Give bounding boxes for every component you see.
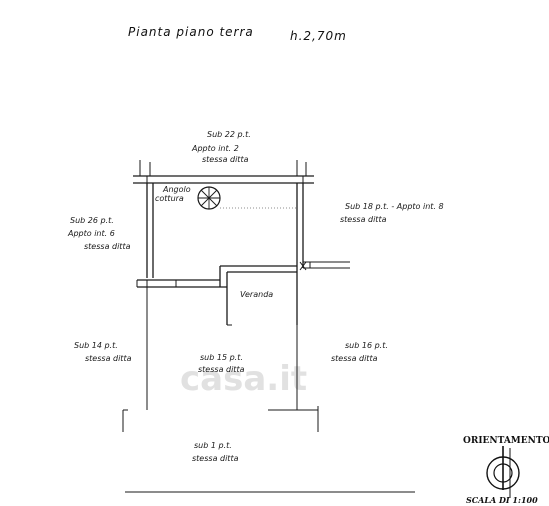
label-sub18-2: stessa ditta <box>340 215 387 224</box>
orientation-label: ORIENTAMENTO <box>463 436 549 446</box>
label-sub1-1: sub 1 p.t. <box>194 441 232 450</box>
label-veranda: Veranda <box>240 290 273 299</box>
label-sub22-2: Appto int. 2 <box>191 144 239 153</box>
label-sub15-1: sub 15 p.t. <box>200 353 243 362</box>
label-sub18-1: Sub 18 p.t. - Appto int. 8 <box>345 202 444 211</box>
label-sub15-2: stessa ditta <box>198 365 245 374</box>
label-sub14-2: stessa ditta <box>85 354 132 363</box>
label-sub22-1: Sub 22 p.t. <box>207 130 251 139</box>
compass-icon <box>486 446 520 498</box>
label-sub14-1: Sub 14 p.t. <box>74 341 118 350</box>
label-sub16-2: stessa ditta <box>331 354 378 363</box>
label-sub1-2: stessa ditta <box>192 454 239 463</box>
label-sub26-3: stessa ditta <box>84 242 131 251</box>
label-sub26-1: Sub 26 p.t. <box>70 216 114 225</box>
walls <box>122 160 415 493</box>
plan-title: Pianta piano terra <box>128 25 254 39</box>
spiral-staircase-icon <box>197 186 221 210</box>
label-sub16-1: sub 16 p.t. <box>345 341 388 350</box>
height-label: h.2,70m <box>290 29 347 43</box>
label-sub22-3: stessa ditta <box>202 155 249 164</box>
label-sub26-2: Appto int. 6 <box>67 229 115 238</box>
label-angolo-1: Angolo <box>162 185 191 194</box>
watermark: casa.it <box>180 359 307 399</box>
scale-label: SCALA DI 1:100 <box>466 495 538 505</box>
label-angolo-2: cottura <box>155 194 184 203</box>
